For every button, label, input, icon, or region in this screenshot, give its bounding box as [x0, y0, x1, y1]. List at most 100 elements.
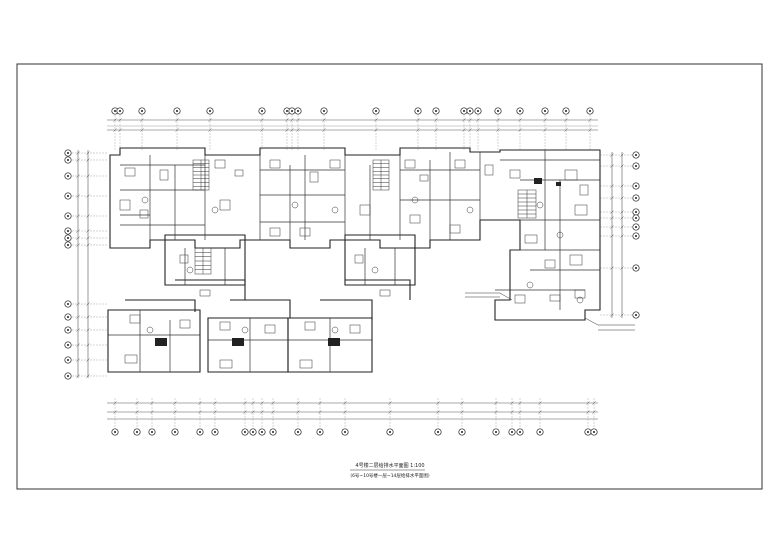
dimension-tick: [610, 184, 614, 188]
axis-bubble-dot: [635, 185, 637, 187]
leader-callouts: [465, 292, 635, 331]
dimension-tick: [620, 164, 624, 168]
dimension-tick: [318, 401, 322, 405]
dimension-tick: [173, 401, 177, 405]
dimension-tick: [86, 243, 90, 247]
dimension-tick: [86, 358, 90, 362]
dimension-tick: [610, 196, 614, 200]
fixture: [179, 254, 189, 264]
dimension-tick: [494, 410, 498, 414]
axis-bubble-dot: [587, 431, 589, 433]
dimension-tick: [76, 214, 80, 218]
dimension-tick: [416, 118, 420, 122]
fixture-round: [466, 206, 474, 214]
dimension-tick: [620, 210, 624, 214]
top-dimension-ticks: [113, 115, 592, 150]
dimension-tick: [518, 410, 522, 414]
axis-bubble-dot: [495, 431, 497, 433]
right-dimension-lines: [611, 152, 623, 318]
dimension-tick: [436, 401, 440, 405]
axis-bubble-dot: [635, 165, 637, 167]
axis-bubble-dot: [67, 344, 69, 346]
fixture: [404, 159, 416, 169]
dimension-tick: [140, 118, 144, 122]
fixture: [214, 159, 226, 169]
fixture: [219, 199, 231, 211]
dimension-tick: [118, 118, 122, 122]
dimension-tick: [76, 194, 80, 198]
dimension-tick: [86, 229, 90, 233]
dimension-tick: [586, 401, 590, 405]
fixture-round: [371, 266, 379, 274]
dimension-tick: [150, 401, 154, 405]
axis-bubble-dot: [635, 217, 637, 219]
dimension-tick: [610, 216, 614, 220]
dimension-tick: [620, 153, 624, 157]
fixture: [264, 324, 276, 334]
dimension-tick: [416, 128, 420, 132]
fixture-round: [526, 281, 534, 289]
axis-bubble-dot: [435, 110, 437, 112]
dimension-tick: [564, 118, 568, 122]
fixture-round: [141, 196, 149, 204]
dimension-tick: [462, 128, 466, 132]
axis-bubble-dot: [635, 211, 637, 213]
axis-bubble-dot: [252, 431, 254, 433]
dimension-tick: [322, 118, 326, 122]
axis-bubble-dot: [635, 314, 637, 316]
dimension-tick: [86, 343, 90, 347]
fixture: [449, 224, 461, 234]
dimension-tick: [620, 225, 624, 229]
dimension-tick: [518, 128, 522, 132]
dimension-tick: [462, 118, 466, 122]
bottom-dimension-ticks: [113, 398, 596, 428]
axis-bubble-dot: [319, 431, 321, 433]
fixture: [199, 289, 211, 297]
axis-bubble-dot: [539, 431, 541, 433]
dimension-tick: [460, 401, 464, 405]
axis-bubble-dot: [67, 215, 69, 217]
dimension-tick: [208, 118, 212, 122]
fixture: [419, 174, 429, 182]
interior-walls: [108, 150, 600, 372]
fixture: [219, 359, 233, 369]
dimension-tick: [213, 410, 217, 414]
axis-bubble-dot: [67, 316, 69, 318]
axis-bubble-dot: [323, 110, 325, 112]
dimension-tick: [198, 410, 202, 414]
dimension-tick: [592, 410, 596, 414]
dimension-tick: [620, 313, 624, 317]
fixture: [549, 294, 561, 302]
fixture: [129, 314, 141, 324]
dimension-tick: [610, 164, 614, 168]
axis-bubble-dot: [136, 431, 138, 433]
right-axis-bubbles: [632, 151, 640, 319]
dimension-tick: [318, 410, 322, 414]
fixture: [579, 184, 589, 196]
left-axis-bubbles: [64, 149, 72, 380]
dimension-tick: [510, 401, 514, 405]
axis-bubble-dot: [286, 110, 288, 112]
axis-bubble-dot: [635, 197, 637, 199]
dimension-tick: [285, 128, 289, 132]
fixture: [524, 234, 538, 244]
fixture: [354, 254, 364, 264]
dimension-tick: [76, 358, 80, 362]
fixture: [409, 214, 421, 224]
dimension-tick: [620, 184, 624, 188]
top-dimension-lines: [107, 119, 598, 131]
dimension-tick: [620, 196, 624, 200]
dimension-tick: [285, 118, 289, 122]
axis-bubble-dot: [67, 195, 69, 197]
axis-bubble-dot: [114, 110, 116, 112]
dimension-tick: [494, 401, 498, 405]
fixture: [484, 164, 494, 176]
dimension-tick: [76, 328, 80, 332]
fixture: [359, 204, 371, 216]
fixture: [139, 209, 149, 219]
dimension-tick: [208, 128, 212, 132]
axis-bubble-dot: [511, 431, 513, 433]
dimension-tick: [86, 158, 90, 162]
fixture: [454, 159, 466, 169]
dimension-tick: [564, 128, 568, 132]
